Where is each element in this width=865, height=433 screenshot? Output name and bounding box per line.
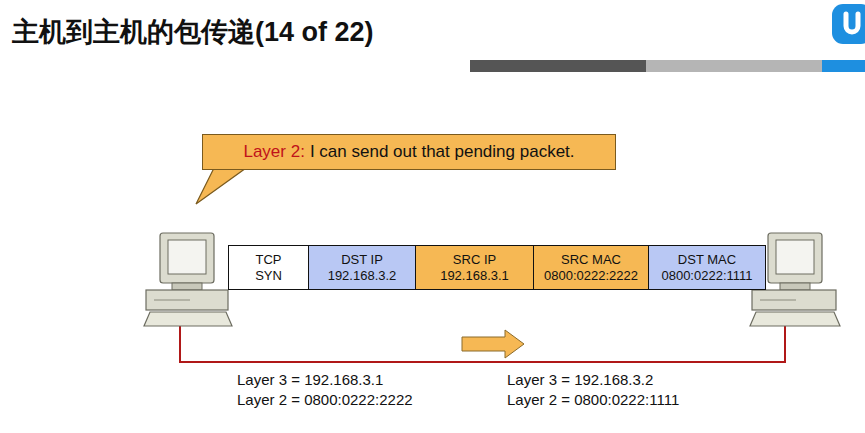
header-bar xyxy=(822,60,865,72)
callout-tail xyxy=(196,168,246,204)
packet-field: DST MAC0800:0222:1111 xyxy=(648,245,766,290)
callout-message: I can send out that pending packet. xyxy=(310,142,575,162)
header-bar xyxy=(470,60,646,72)
field-name: SRC MAC xyxy=(561,252,621,268)
field-value: 0800:0222:2222 xyxy=(544,268,638,284)
field-name: TCP xyxy=(256,252,282,268)
field-value: 0800:0222:1111 xyxy=(661,268,752,284)
field-value: 192.168.3.2 xyxy=(328,268,397,284)
field-name: SRC IP xyxy=(453,252,496,268)
computer-icon xyxy=(144,233,232,326)
field-name: DST IP xyxy=(341,252,383,268)
packet-field: TCPSYN xyxy=(228,245,309,290)
address-label: Layer 2 = 0800:0222:2222 xyxy=(237,391,413,408)
callout-bubble: Layer 2: I can send out that pending pack… xyxy=(202,134,616,170)
callout-layer: Layer 2: xyxy=(243,142,304,162)
page-title: 主机到主机的包传递(14 of 22) xyxy=(12,14,374,50)
logo xyxy=(832,4,865,44)
network-cable xyxy=(180,318,785,362)
field-value: 192.168.3.1 xyxy=(440,268,509,284)
header-bar xyxy=(646,60,822,72)
direction-arrow xyxy=(462,330,524,358)
address-label: Layer 2 = 0800:0222:1111 xyxy=(507,391,679,408)
packet-field: SRC MAC0800:0222:2222 xyxy=(533,245,649,290)
field-value: SYN xyxy=(255,268,282,284)
address-label: Layer 3 = 192.168.3.2 xyxy=(507,371,653,388)
address-label: Layer 3 = 192.168.3.1 xyxy=(237,371,383,388)
packet-field: SRC IP192.168.3.1 xyxy=(415,245,534,290)
field-name: DST MAC xyxy=(678,252,736,268)
packet-field: DST IP192.168.3.2 xyxy=(308,245,416,290)
